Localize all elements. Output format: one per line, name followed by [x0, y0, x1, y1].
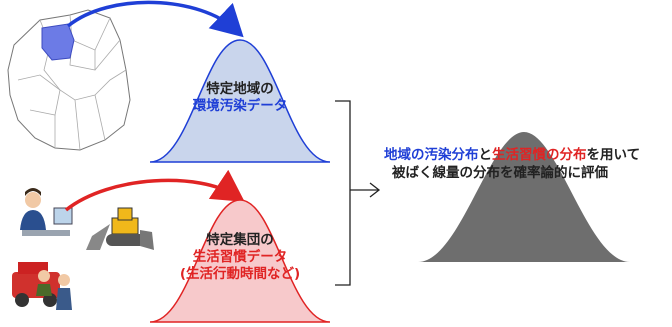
region-label-line1: 特定地域の — [206, 81, 274, 97]
result-line1-red: 生活習慣の分布 — [492, 147, 587, 163]
office-worker-icon — [20, 188, 73, 236]
red-arrow — [64, 169, 245, 212]
result-line2: 被ばく線量の分布を確率論的に評価 — [392, 164, 608, 182]
group-label-line2: 生活習慣データ — [192, 249, 288, 265]
result-line2-end: を確率論的に評価 — [500, 165, 608, 181]
group-label-line1: 特定集団の — [206, 232, 274, 248]
result-line1-end: を用いて — [586, 147, 641, 163]
result-line2-bold: 被ばく線量の分布 — [392, 165, 500, 181]
farmers-icon — [12, 262, 72, 310]
result-line1: 地域の汚染分布と生活習慣の分布を用いて — [384, 146, 640, 164]
group-label-line3: (生活行動時間など) — [179, 266, 301, 282]
result-line1-mid: と — [478, 147, 493, 163]
bracket — [335, 100, 351, 286]
result-line1-blue: 地域の汚染分布 — [384, 147, 479, 163]
grey-distribution-curve — [418, 132, 630, 262]
bulldozer-icon — [86, 207, 154, 250]
blue-distribution-curve — [149, 39, 331, 163]
region-label-line2: 環境汚染データ — [192, 98, 288, 114]
region-map-icon — [7, 9, 131, 151]
blue-arrow — [66, 0, 244, 38]
red-distribution-curve — [149, 199, 331, 323]
